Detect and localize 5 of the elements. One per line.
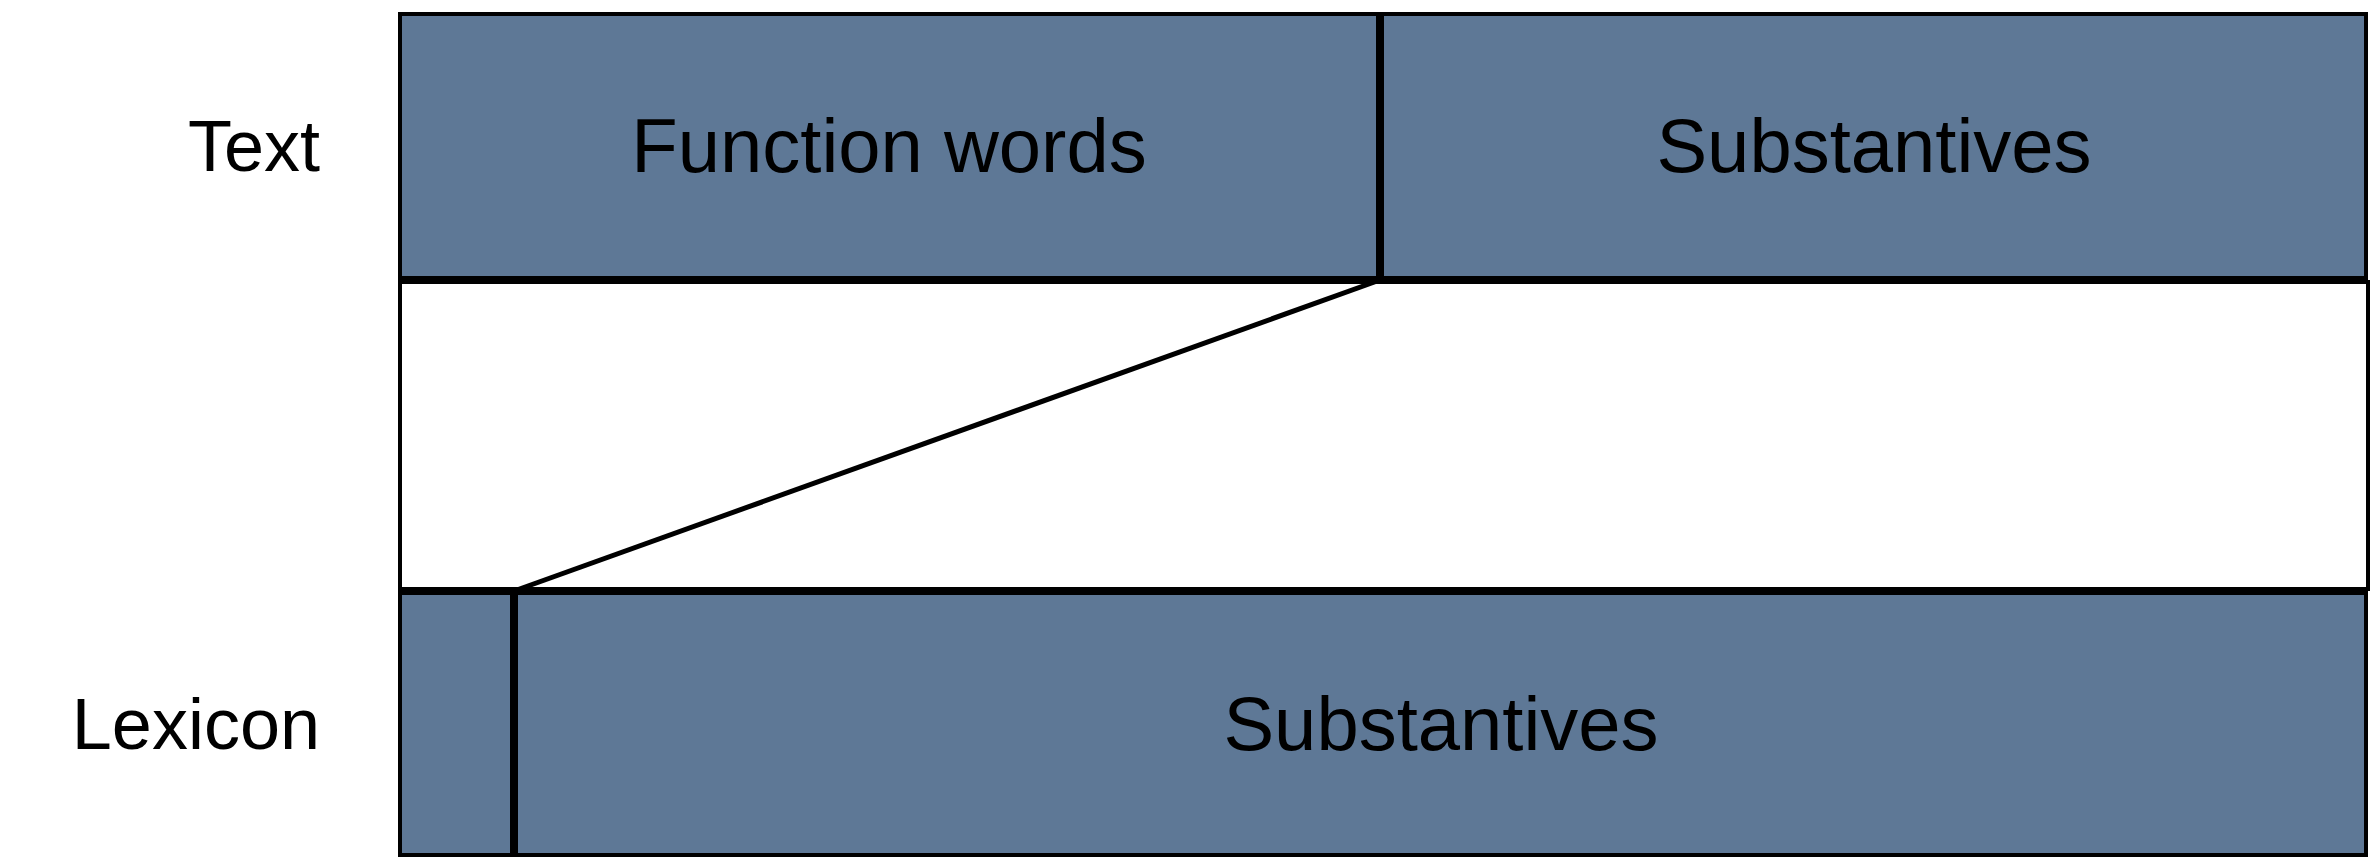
category-label: Function words xyxy=(631,108,1147,184)
row-label: Lexicon xyxy=(71,688,320,760)
category-label: Substantives xyxy=(1223,686,1659,762)
category-label: Substantives xyxy=(1656,108,2092,184)
row-label: Text xyxy=(187,110,320,182)
